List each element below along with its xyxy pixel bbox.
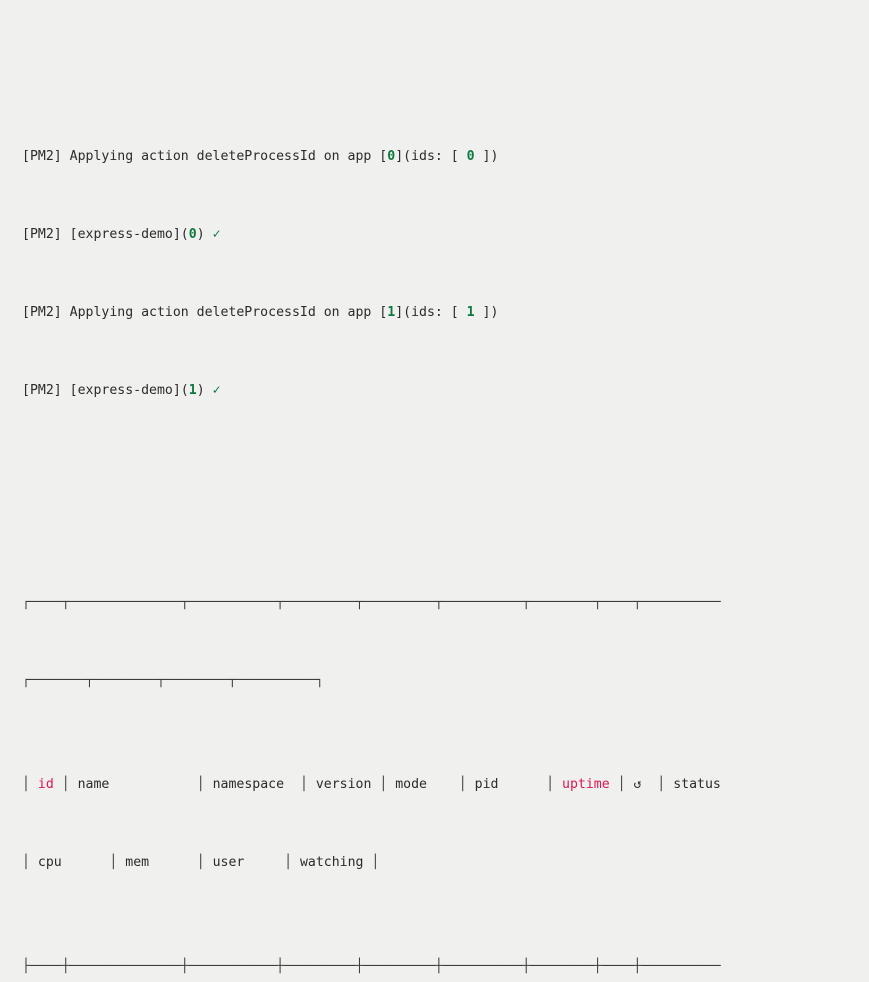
table-header-wrapped: │ cpu │ mem │ user │ watching │ [22,855,380,870]
log-line: [PM2] [express-demo](1) ✓ [22,383,221,398]
log-line: [PM2] Applying action deleteProcessId on… [22,149,499,164]
pm2-action-log: [PM2] Applying action deleteProcessId on… [22,92,869,456]
log-line: [PM2] Applying action deleteProcessId on… [22,305,499,320]
table-header-primary: │ id │ name │ namespace │ version │ mode… [22,777,721,792]
pm2-process-table: ┌────┬──────────────┬───────────┬───────… [22,538,869,982]
table-border-top-primary: ┌────┬──────────────┬───────────┬───────… [22,595,721,610]
log-line: [PM2] [express-demo](0) ✓ [22,227,221,242]
table-border-mid-primary: ├────┼──────────────┼───────────┼───────… [22,959,721,974]
table-border-top-wrapped: ┌───────┬────────┬────────┬──────────┐ [22,673,324,688]
